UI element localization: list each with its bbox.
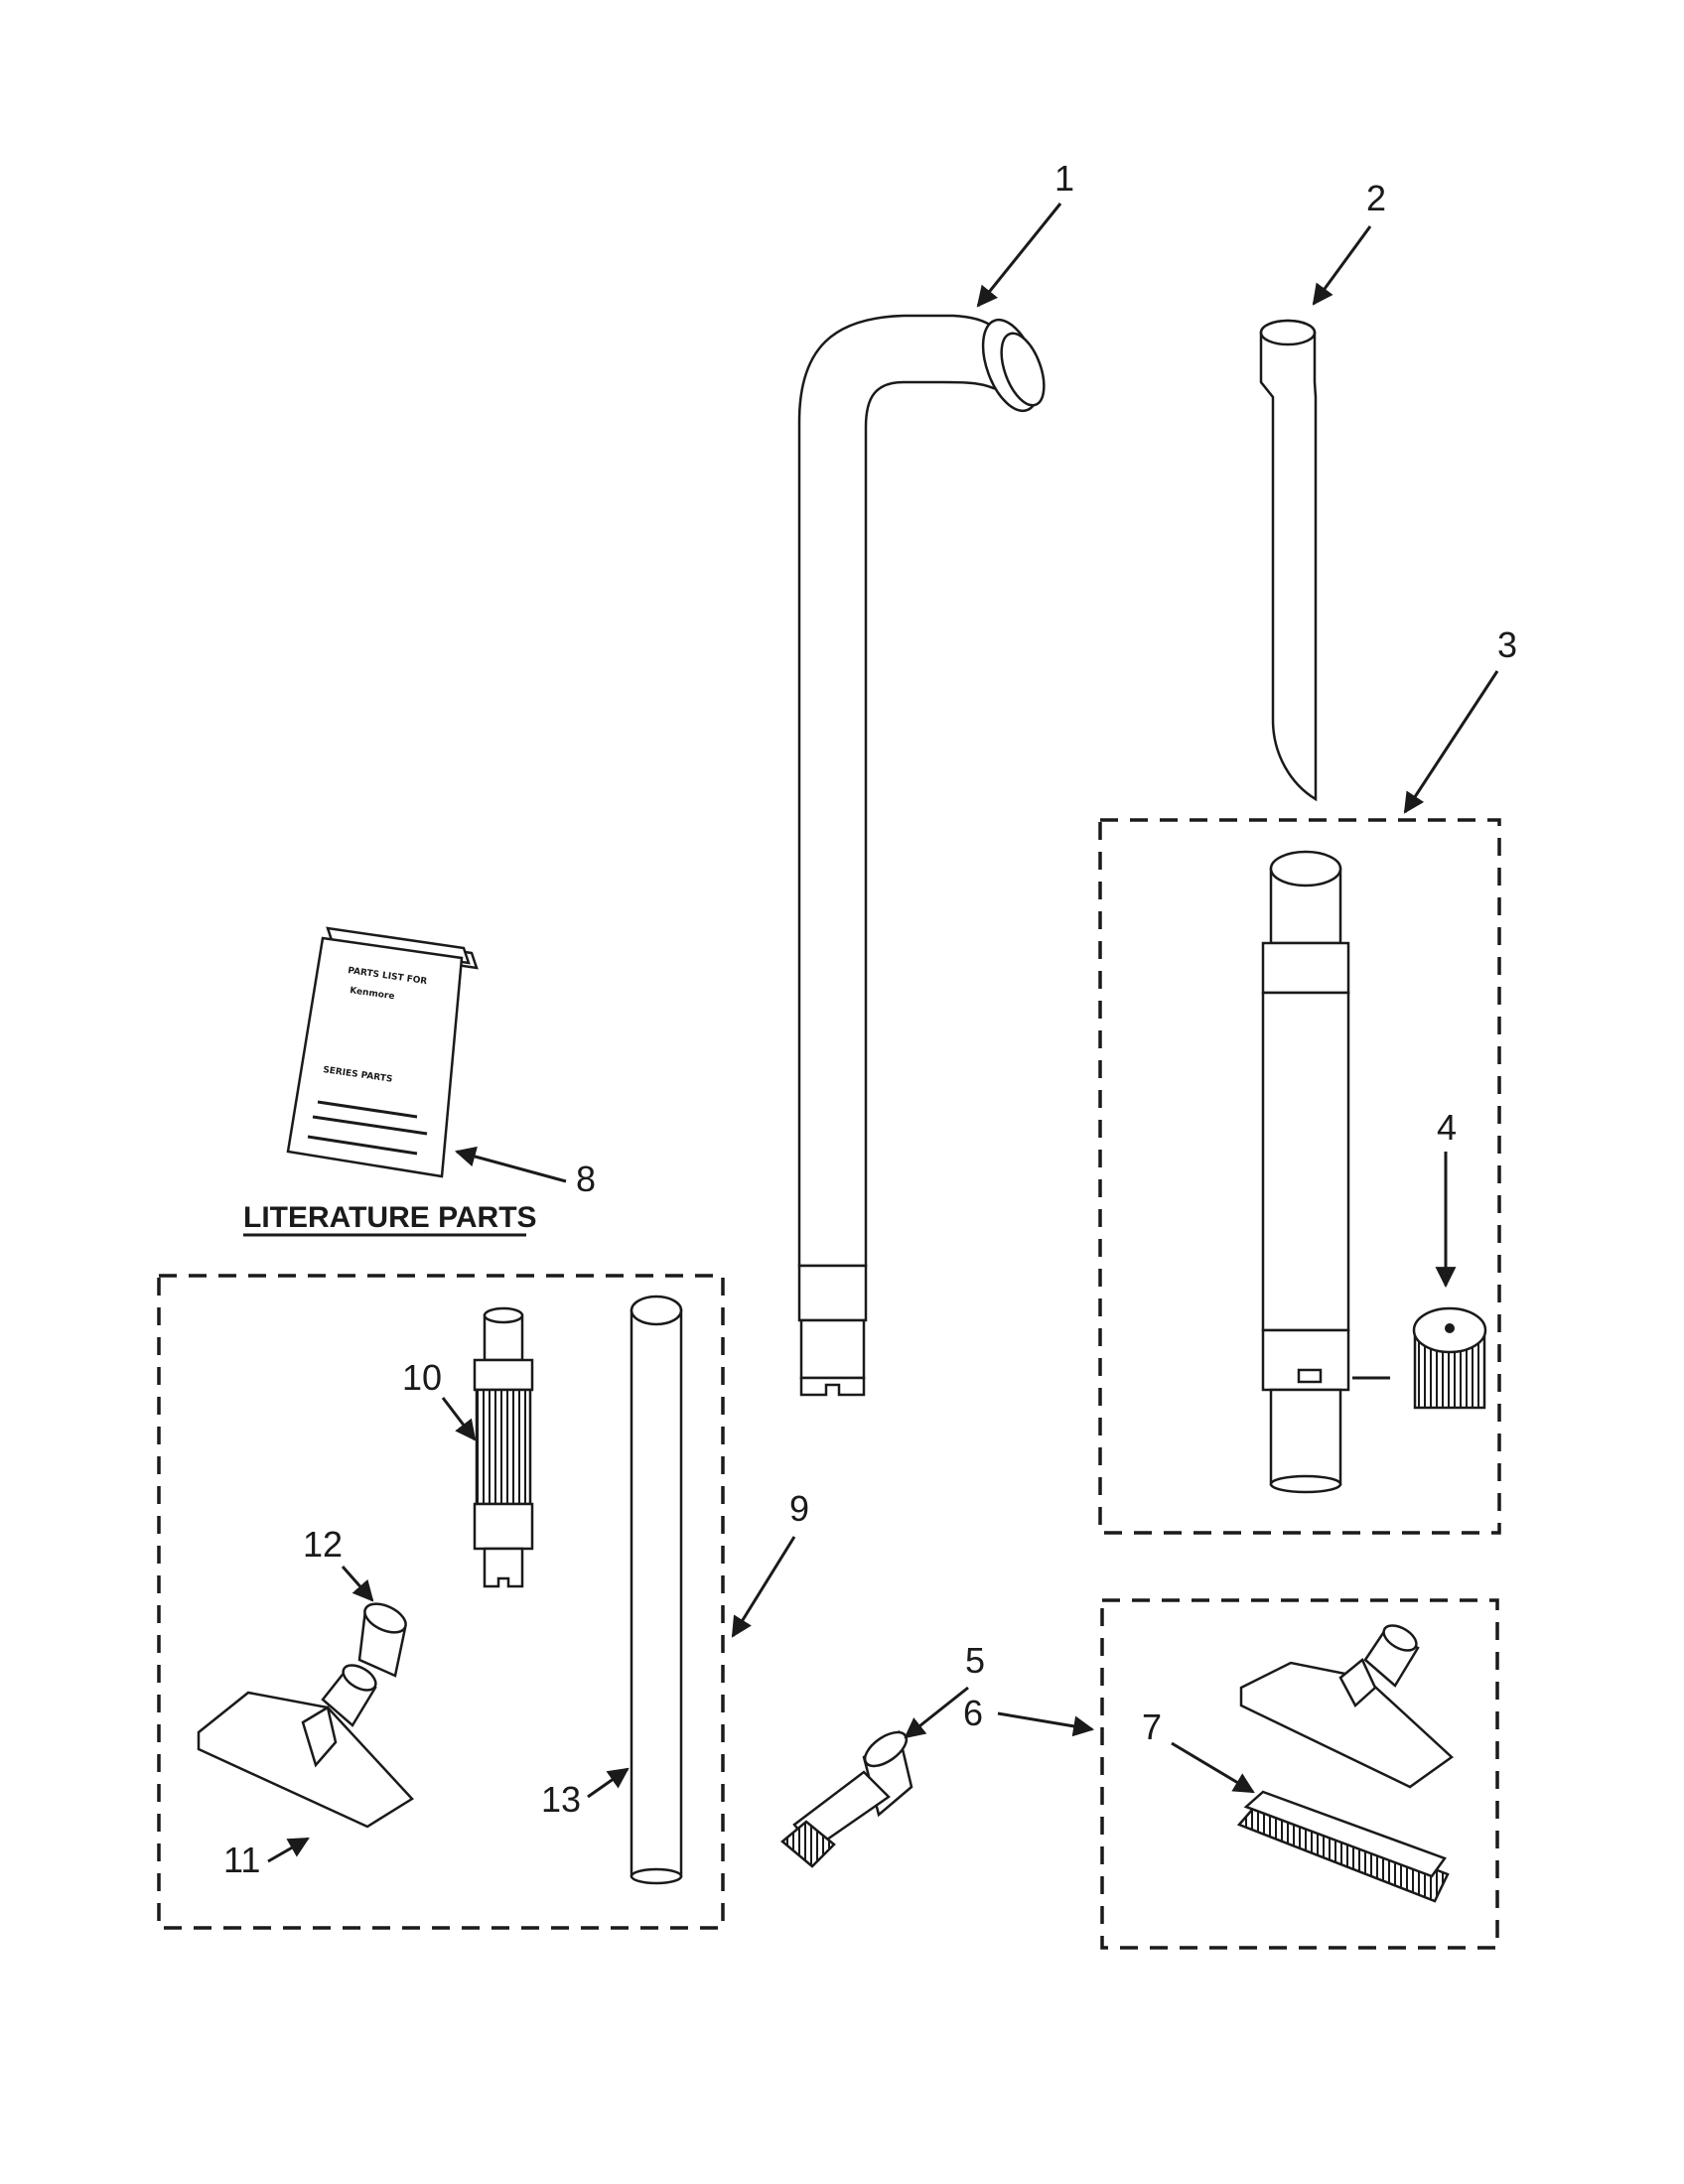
- svg-text:13: 13: [541, 1779, 581, 1820]
- label-6: 6: [963, 1693, 1095, 1737]
- svg-text:1: 1: [1054, 158, 1074, 199]
- label-4: 4: [1435, 1107, 1457, 1289]
- literature-parts-heading: LITERATURE PARTS: [243, 1201, 537, 1234]
- svg-text:3: 3: [1497, 624, 1517, 665]
- hose-part: [797, 314, 1046, 1397]
- label-2: 2: [1312, 178, 1386, 306]
- suction-dial-part: [1352, 1306, 1487, 1410]
- svg-text:6: 6: [963, 1693, 983, 1733]
- label-1: 1: [976, 158, 1074, 308]
- svg-text:10: 10: [402, 1357, 442, 1398]
- svg-text:12: 12: [303, 1524, 343, 1565]
- label-3: 3: [1403, 624, 1517, 814]
- svg-text:9: 9: [789, 1488, 809, 1529]
- svg-text:11: 11: [223, 1840, 260, 1880]
- accessory-kit-box: [157, 1274, 725, 1930]
- label-13: 13: [541, 1767, 630, 1820]
- parts-list-booklet: PARTS LIST FOR Kenmore SERIES PARTS: [286, 926, 479, 1178]
- label-9: 9: [731, 1488, 809, 1638]
- svg-text:4: 4: [1437, 1107, 1457, 1148]
- label-10: 10: [402, 1357, 477, 1441]
- label-5: 5: [904, 1640, 985, 1739]
- label-12: 12: [303, 1524, 374, 1602]
- label-7: 7: [1142, 1706, 1255, 1794]
- hose-coupling-part: [473, 1306, 534, 1588]
- svg-text:2: 2: [1366, 178, 1386, 218]
- floor-tool-kit-part: [1239, 1624, 1454, 1789]
- brush-insert-part: [1236, 1790, 1450, 1903]
- wand-assembly-box: [1098, 818, 1501, 1535]
- floor-tool-kit-box: [1100, 1598, 1499, 1950]
- extension-tube-part: [630, 1295, 683, 1885]
- adapter-part: [357, 1602, 407, 1678]
- wand-part: [1261, 850, 1350, 1494]
- crevice-tool-part: [1259, 319, 1318, 802]
- floor-tool-part: [197, 1664, 414, 1829]
- svg-text:7: 7: [1142, 1706, 1162, 1747]
- svg-text:5: 5: [965, 1640, 985, 1681]
- dusting-brush-part: [780, 1729, 913, 1868]
- svg-text:8: 8: [576, 1159, 596, 1199]
- label-8: 8: [454, 1146, 596, 1199]
- label-11: 11: [223, 1837, 310, 1880]
